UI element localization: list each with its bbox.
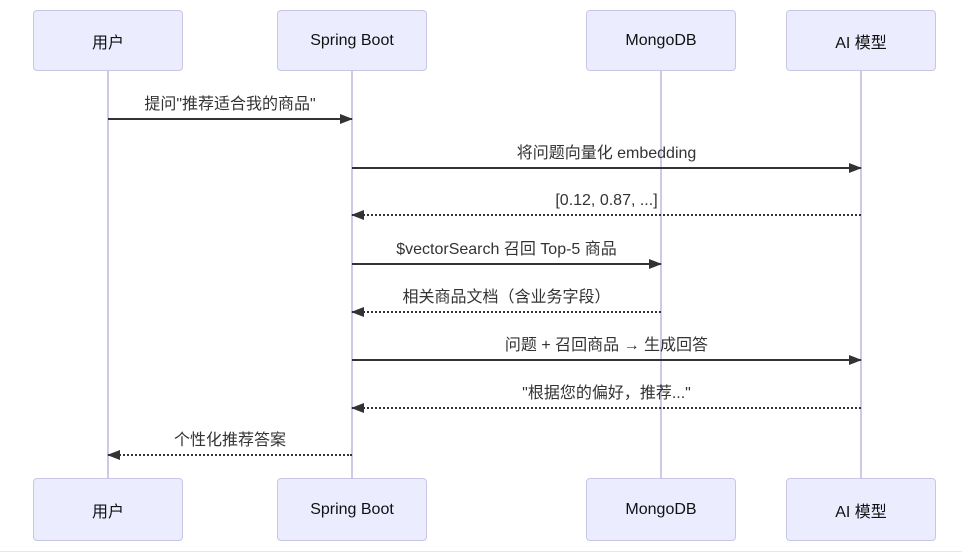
actor-top-ai-model: AI 模型 — [786, 10, 936, 71]
message-5: 相关商品文档（含业务字段） — [351, 288, 661, 317]
message-label: 问题 + 召回商品 → 生成回答 — [504, 337, 709, 354]
actor-label: MongoDB — [625, 500, 697, 518]
page-bottom-divider — [0, 551, 962, 552]
message-line — [352, 167, 861, 169]
lifeline-mongodb — [660, 71, 662, 478]
actor-label: Spring Boot — [310, 31, 394, 49]
actor-bottom-spring-boot: Spring Boot — [277, 478, 427, 541]
message-label: 提问"推荐适合我的商品" — [144, 96, 316, 113]
message-line — [352, 263, 661, 265]
message-line — [352, 407, 861, 409]
message-label: "根据您的偏好，推荐..." — [522, 385, 691, 402]
actor-label: AI 模型 — [835, 34, 887, 52]
message-8: 个性化推荐答案 — [107, 431, 352, 460]
message-3: [0.12, 0.87, ...] — [351, 191, 861, 220]
actor-top-spring-boot: Spring Boot — [277, 10, 427, 71]
actor-label: MongoDB — [625, 31, 697, 49]
actor-label: Spring Boot — [310, 500, 394, 518]
actor-bottom-ai-model: AI 模型 — [786, 478, 936, 541]
message-2: 将问题向量化 embedding — [352, 144, 862, 173]
lifeline-ai-model — [860, 71, 862, 478]
message-4: $vectorSearch 召回 Top-5 商品 — [352, 240, 662, 269]
arrowhead-left-icon — [351, 403, 364, 413]
actor-label: 用户 — [91, 34, 124, 52]
message-label: 相关商品文档（含业务字段） — [402, 289, 611, 306]
message-line — [352, 214, 861, 216]
actor-label: 用户 — [91, 503, 124, 521]
actor-bottom-user: 用户 — [33, 478, 183, 541]
message-line — [352, 359, 861, 361]
arrowhead-left-icon — [107, 450, 120, 460]
message-1: 提问"推荐适合我的商品" — [108, 95, 353, 124]
arrowhead-right-icon — [849, 163, 862, 173]
message-label: [0.12, 0.87, ...] — [555, 192, 658, 209]
lifeline-user — [107, 71, 109, 478]
message-label: 将问题向量化 embedding — [516, 145, 697, 162]
arrowhead-left-icon — [351, 210, 364, 220]
message-6: 问题 + 召回商品 → 生成回答 — [352, 336, 862, 365]
arrowhead-right-icon — [340, 114, 353, 124]
message-line — [352, 311, 661, 313]
actor-label: AI 模型 — [835, 503, 887, 521]
message-line — [108, 118, 352, 120]
actor-bottom-mongodb: MongoDB — [586, 478, 736, 541]
actor-top-mongodb: MongoDB — [586, 10, 736, 71]
arrowhead-left-icon — [351, 307, 364, 317]
message-label: 个性化推荐答案 — [173, 432, 286, 449]
arrowhead-right-icon — [849, 355, 862, 365]
actor-top-user: 用户 — [33, 10, 183, 71]
message-line — [108, 454, 352, 456]
arrowhead-right-icon — [649, 259, 662, 269]
message-label: $vectorSearch 召回 Top-5 商品 — [396, 241, 617, 258]
message-7: "根据您的偏好，推荐..." — [351, 384, 861, 413]
lifeline-spring-boot — [351, 71, 353, 478]
